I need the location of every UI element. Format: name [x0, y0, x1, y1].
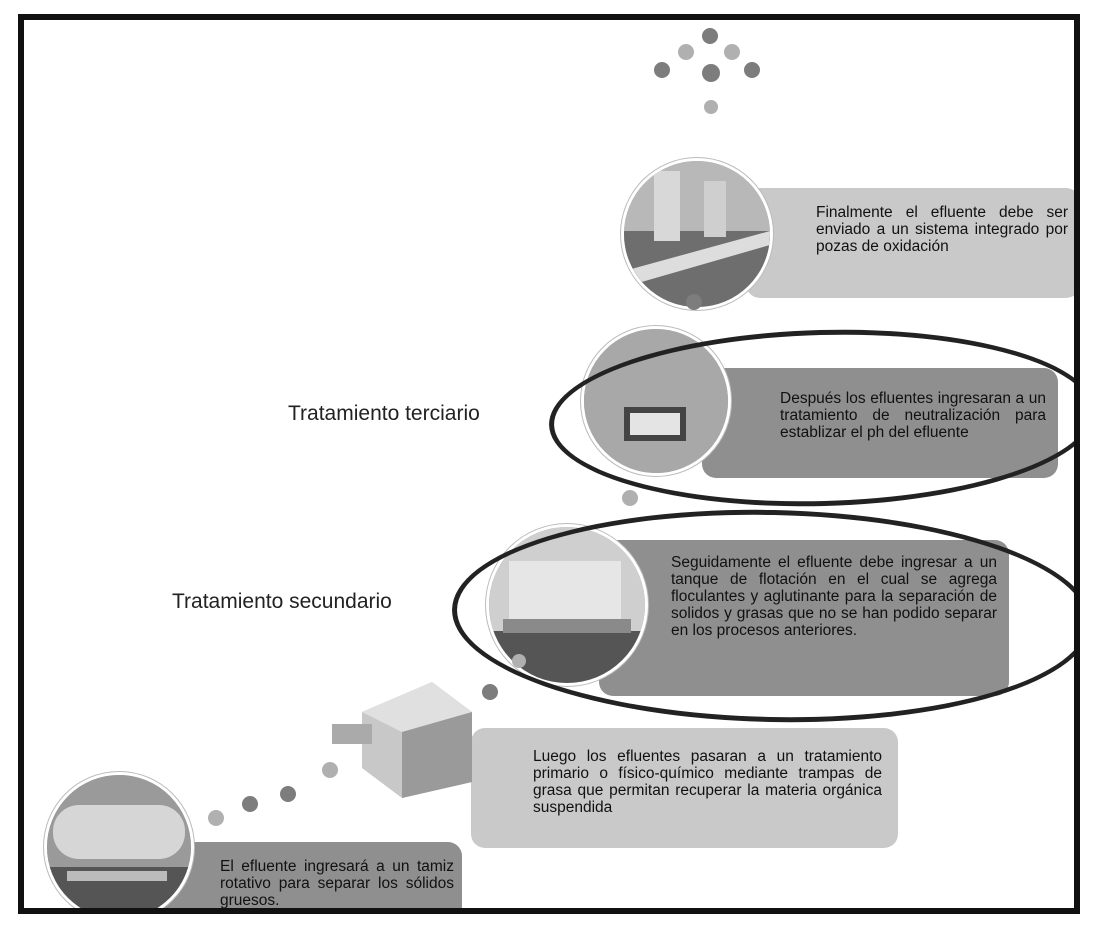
- decorative-dot: [622, 490, 638, 506]
- step-primario-photo: [332, 672, 482, 800]
- decorative-dot: [322, 762, 338, 778]
- decorative-dot: [482, 684, 498, 700]
- decorative-dot: [724, 44, 740, 60]
- decorative-dot: [744, 62, 760, 78]
- decorative-dot: [280, 786, 296, 802]
- decorative-dot: [678, 44, 694, 60]
- decorative-dot: [242, 796, 258, 812]
- step-secundario-text: Seguidamente el efluente debe ingresar a…: [671, 554, 997, 639]
- decorative-dot: [208, 810, 224, 826]
- decorative-dot: [512, 654, 526, 668]
- decorative-dot: [704, 100, 718, 114]
- step-tamiz-text: El efluente ingresará a un tamiz rotativ…: [220, 858, 454, 909]
- label-tratamiento-secundario: Tratamiento secundario: [172, 590, 392, 613]
- decorative-dot: [702, 28, 718, 44]
- step-secundario-box: Seguidamente el efluente debe ingresar a…: [599, 540, 1009, 696]
- step-final-box: Finalmente el efluente debe ser enviado …: [746, 188, 1074, 298]
- step-final-text: Finalmente el efluente debe ser enviado …: [816, 204, 1068, 255]
- label-tratamiento-terciario: Tratamiento terciario: [288, 402, 480, 425]
- highlight-ellipse-secundario: [449, 503, 1074, 729]
- step-primario-box: Luego los efluentes pasaran a un tratami…: [471, 728, 898, 848]
- diagram-frame: Finalmente el efluente debe ser enviado …: [18, 14, 1080, 914]
- step-final-photo: [621, 158, 773, 310]
- step-terciario-text: Después los efluentes ingresaran a un tr…: [780, 390, 1046, 441]
- step-terciario-box: Después los efluentes ingresaran a un tr…: [702, 368, 1058, 478]
- step-terciario-photo: [581, 326, 731, 476]
- decorative-dot: [702, 64, 720, 82]
- step-primario-text: Luego los efluentes pasaran a un tratami…: [533, 748, 882, 816]
- step-tamiz-photo: [44, 772, 194, 908]
- decorative-dot: [654, 62, 670, 78]
- decorative-dot: [686, 294, 702, 310]
